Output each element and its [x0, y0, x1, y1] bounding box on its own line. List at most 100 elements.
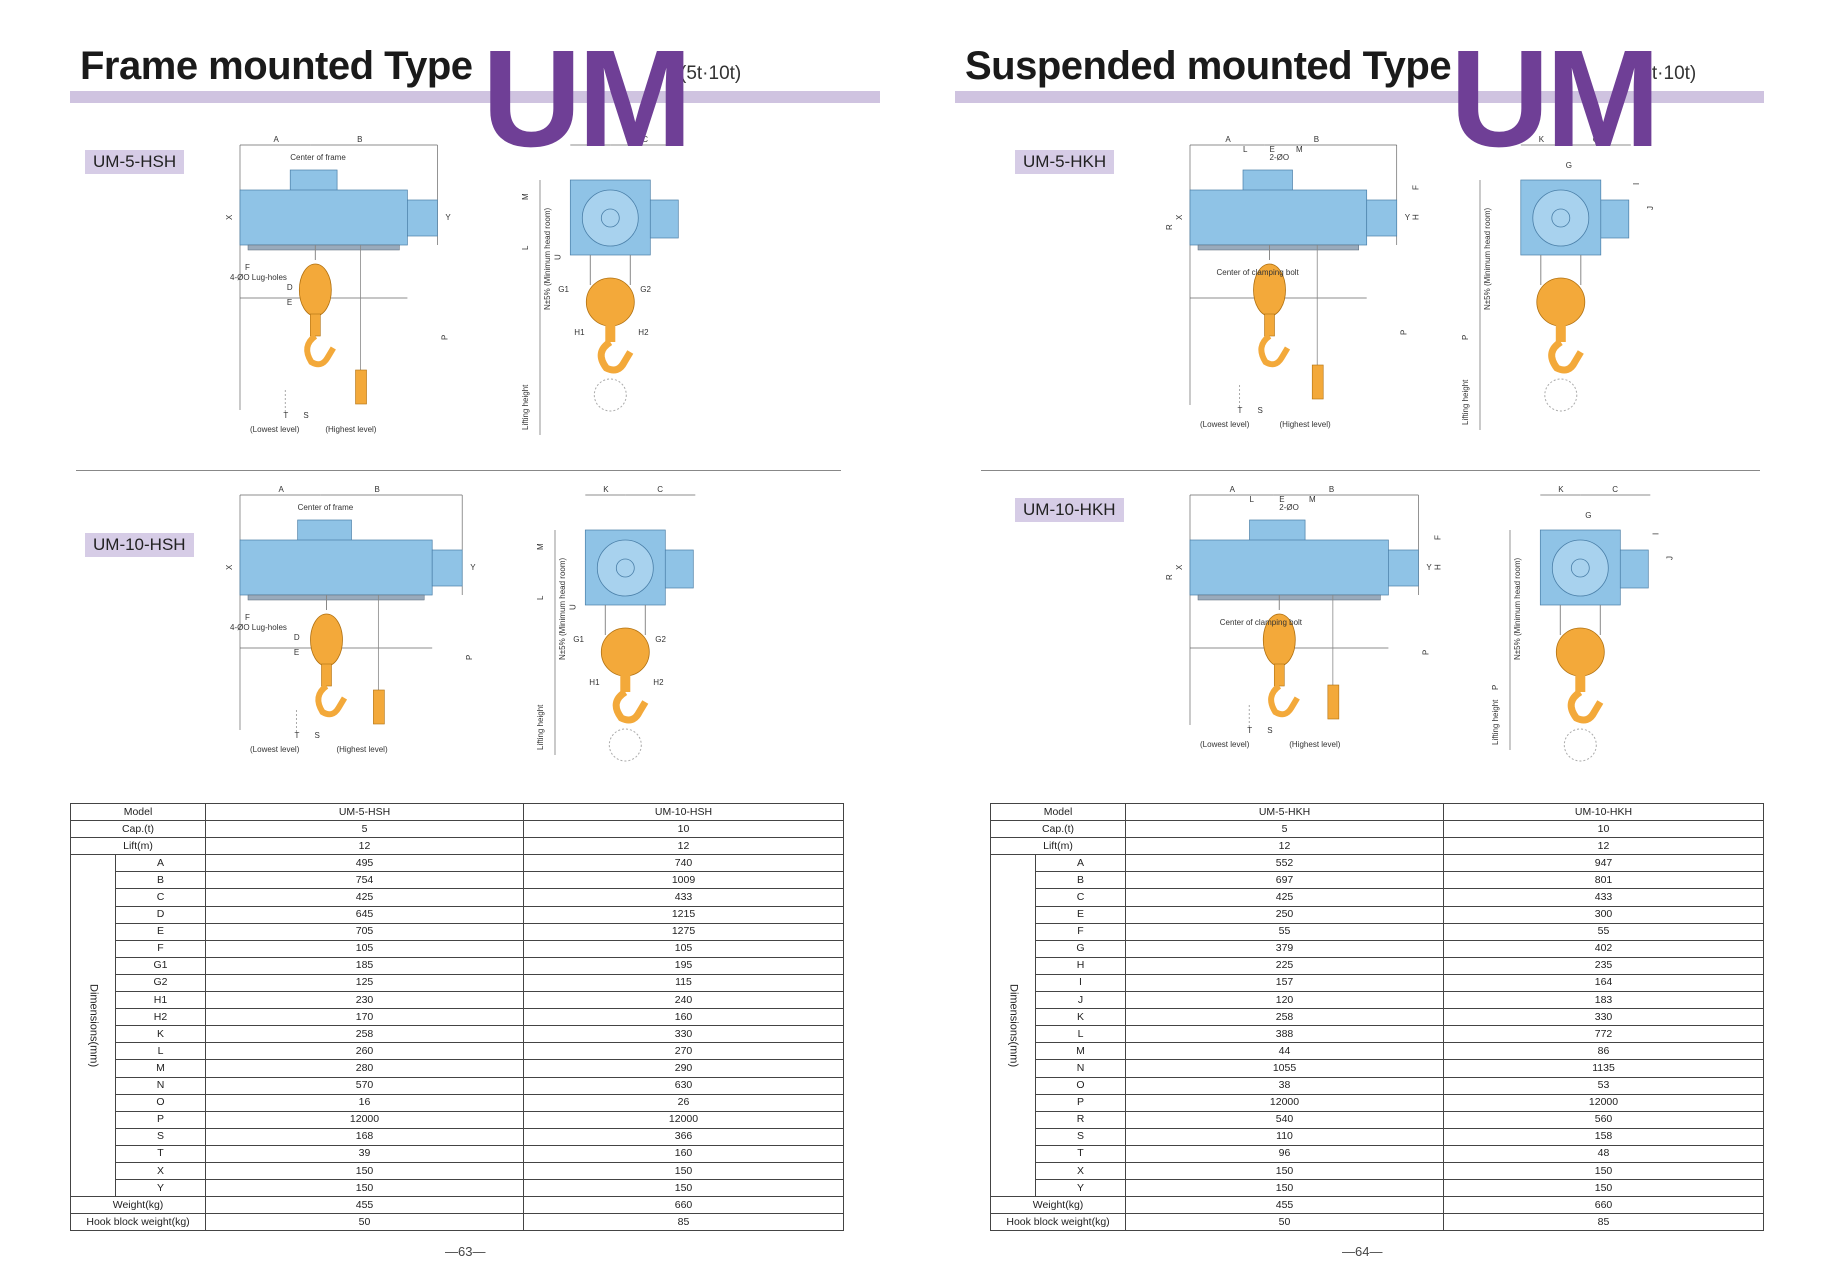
dimension-label: K: [588, 135, 594, 144]
dimension-label: N±5% (Minimum head room): [1483, 207, 1492, 310]
lowest-hook-ghost: [593, 378, 627, 412]
cell-value: 150: [1125, 1179, 1445, 1198]
cell-value: 433: [1443, 888, 1765, 907]
dimension-key: B: [114, 871, 207, 890]
cell-value: 754: [205, 871, 525, 890]
cell-value: 630: [523, 1076, 845, 1095]
dimension-label: R: [1165, 574, 1174, 580]
dimension-key: L: [1034, 1025, 1127, 1044]
dimension-label: (Lowest level): [250, 745, 300, 754]
cell-value: 158: [1443, 1127, 1765, 1146]
dimension-label: M: [1309, 495, 1316, 504]
drum: [581, 189, 639, 247]
dimension-label: F: [1433, 535, 1442, 540]
dimension-label: U: [568, 604, 577, 610]
row-label: Model: [989, 802, 1127, 822]
cell-value: 39: [205, 1144, 525, 1163]
dimension-label: C: [657, 485, 663, 494]
section-divider: [76, 470, 841, 471]
dimension-label: H1: [574, 328, 585, 337]
cell-value: 1215: [523, 905, 845, 924]
hook: [1567, 689, 1604, 724]
hook-shank: [1273, 663, 1285, 687]
dimension-label: S: [314, 731, 319, 740]
cell-value: 12000: [205, 1110, 525, 1129]
cell-value: 330: [1443, 1008, 1765, 1027]
motor: [1600, 199, 1630, 239]
cell-value: 540: [1125, 1110, 1445, 1129]
drum-hub: [615, 558, 635, 578]
cell-value: 160: [523, 1144, 845, 1163]
cell-value: 168: [205, 1127, 525, 1146]
dimension-key: G1: [114, 956, 207, 975]
cell-value: 12000: [1443, 1093, 1765, 1112]
cell-value: 115: [523, 973, 845, 993]
motor: [664, 549, 694, 589]
title-band: [955, 91, 1764, 103]
cell-value: 433: [523, 888, 845, 907]
dimension-key: A: [1034, 854, 1127, 873]
dimension-label: A: [1230, 485, 1236, 494]
model-tag: UM-5-HSH: [85, 150, 185, 174]
cell-value: 1275: [523, 922, 845, 941]
dimension-label: X: [225, 214, 234, 220]
dimension-label: T: [1238, 406, 1243, 415]
cell-value: 740: [523, 854, 845, 873]
cell-value: 85: [1443, 1213, 1765, 1232]
pendant-switch: [373, 689, 385, 725]
cell-value: 258: [205, 1025, 525, 1044]
cell-value: 12: [205, 837, 525, 856]
cell-value: 290: [523, 1059, 845, 1078]
model-tag: UM-5-HKH: [1015, 150, 1115, 174]
dimension-label: Y: [445, 213, 451, 222]
series-logo: UM: [1450, 22, 1661, 176]
dimension-label: (Highest level): [325, 425, 376, 434]
dimension-key: M: [114, 1059, 207, 1078]
dimension-key: F: [1034, 922, 1127, 941]
cell-value: 455: [1125, 1196, 1445, 1215]
dimension-label: (Lowest level): [250, 425, 300, 434]
dimension-label: H: [1412, 214, 1421, 220]
motor-housing: [1249, 519, 1306, 543]
dimension-key: P: [114, 1110, 207, 1129]
dimension-label: K: [603, 485, 609, 494]
hook-shank: [321, 663, 332, 687]
gearbox: [431, 549, 463, 587]
dimension-key: I: [1034, 973, 1127, 993]
dimension-key: C: [1034, 888, 1127, 907]
pendant-switch: [1327, 684, 1340, 720]
row-label: Lift(m): [69, 837, 207, 856]
dimension-key: F: [114, 939, 207, 958]
lowest-hook-ghost: [608, 728, 642, 762]
row-label: Hook block weight(kg): [989, 1213, 1127, 1232]
dimension-label: A: [278, 485, 284, 494]
dimension-key: G: [1034, 939, 1127, 958]
cell-value: 53: [1443, 1076, 1765, 1095]
dimension-label: E: [1279, 495, 1284, 504]
dimension-label: K: [1539, 135, 1545, 144]
cell-value: 552: [1125, 854, 1445, 873]
dimension-label: J: [1646, 206, 1655, 210]
dimension-label: H2: [638, 328, 649, 337]
dimension-key: G2: [114, 973, 207, 993]
cell-value: 705: [205, 922, 525, 941]
